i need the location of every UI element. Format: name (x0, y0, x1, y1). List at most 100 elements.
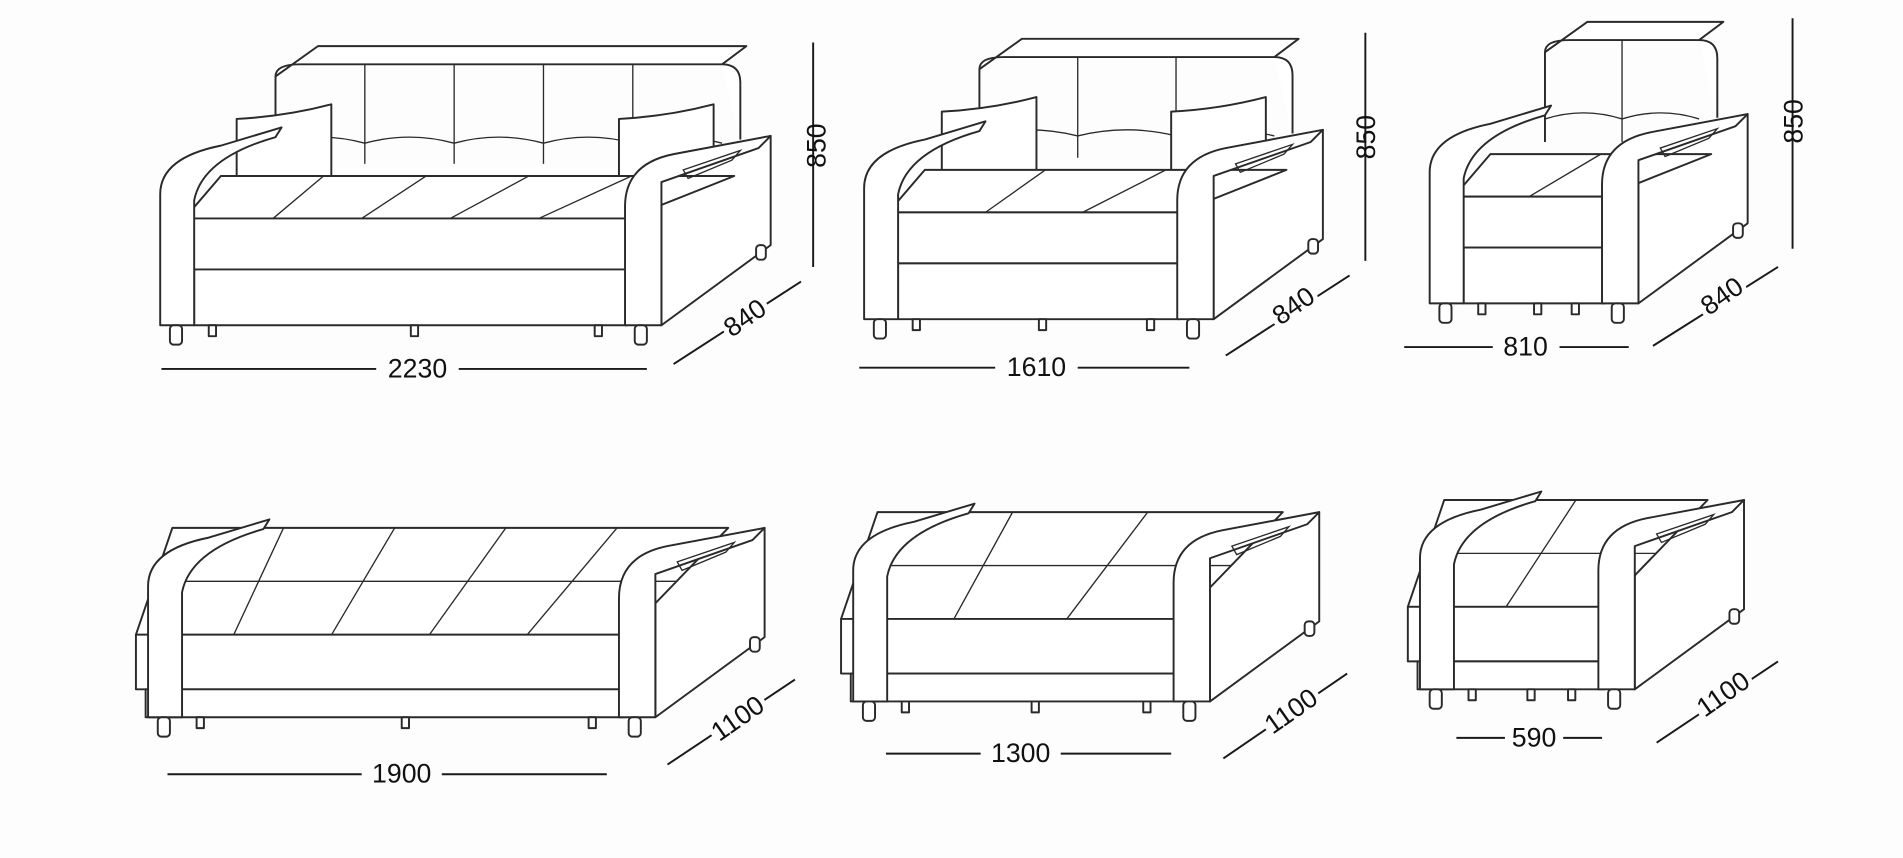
caster (900, 700, 910, 714)
leg (755, 244, 767, 261)
caster (409, 324, 420, 338)
width-label: 1610 (1007, 352, 1066, 382)
caster (911, 318, 921, 332)
caster (195, 716, 205, 730)
caster (593, 324, 603, 338)
caster (587, 716, 597, 730)
depth-line (1652, 266, 1779, 347)
leg (627, 716, 642, 738)
caster (1570, 302, 1580, 316)
base-drawer (144, 688, 626, 719)
caster (400, 716, 410, 730)
seat-seam (538, 175, 632, 220)
height-label: 850 (801, 123, 831, 168)
width-label: 1900 (372, 759, 431, 789)
depth-line (673, 280, 802, 365)
depth-label: 840 (718, 293, 772, 343)
seat-seam (1082, 169, 1167, 213)
leg (1185, 318, 1201, 340)
seat-seam (985, 169, 1046, 213)
caster (1477, 302, 1487, 316)
depth-line (666, 678, 796, 766)
armrest-handle (682, 149, 743, 180)
seat-front (887, 211, 1181, 265)
backrest-seam (1544, 112, 1700, 120)
caster (1526, 688, 1536, 702)
right-armrest (1172, 511, 1321, 703)
caster (1567, 688, 1577, 702)
caster (1533, 302, 1543, 316)
leg (861, 700, 877, 722)
left-armrest (852, 502, 976, 703)
left-armrest (1428, 104, 1553, 305)
seat-front (183, 217, 629, 271)
armrest-handle (676, 541, 737, 572)
backrest (978, 37, 1300, 158)
width-label: 1300 (991, 738, 1050, 768)
seat-front (1452, 195, 1606, 249)
sofa-3-seat-opened (134, 518, 766, 738)
seat-front (840, 617, 1181, 675)
seat-seam (1528, 153, 1602, 198)
armrest-handle (1655, 513, 1716, 544)
base-drawer (193, 268, 629, 327)
backrest (1544, 20, 1725, 142)
leg (1307, 238, 1319, 255)
armrest-handle (1234, 142, 1295, 174)
leg (633, 324, 648, 346)
caster (1467, 688, 1477, 702)
sofa-2-seat-closed (863, 37, 1324, 340)
caster (1030, 700, 1040, 714)
width-label: 590 (1512, 722, 1557, 752)
armrest-handle (1230, 525, 1292, 556)
left-armrest (863, 120, 987, 321)
base-drawer (849, 672, 1181, 703)
leg (156, 716, 171, 738)
caster (1142, 700, 1152, 714)
armchair-opened (1406, 490, 1745, 710)
base-drawer (897, 262, 1181, 321)
leg (1438, 302, 1453, 324)
armrest-handle (1659, 127, 1720, 158)
left-armrest (1418, 490, 1543, 691)
leg (872, 318, 887, 340)
right-armrest (1601, 113, 1749, 305)
depth-label: 1100 (1259, 682, 1323, 739)
width-label: 2230 (388, 353, 447, 383)
seat-seam (272, 175, 324, 219)
caster (1037, 318, 1048, 332)
leg (749, 636, 761, 653)
right-armrest (617, 526, 766, 719)
caster (1145, 318, 1156, 332)
leg (168, 324, 184, 346)
base-drawer (1462, 246, 1606, 305)
sofa-2-seat-opened (840, 502, 1321, 722)
leg (1607, 688, 1622, 710)
right-armrest (1597, 499, 1745, 691)
height-label: 850 (1778, 99, 1808, 144)
left-armrest (147, 518, 271, 719)
leg (1182, 700, 1197, 722)
depth-label: 1100 (705, 690, 769, 747)
right-armrest (1176, 128, 1324, 321)
leg (1610, 302, 1625, 324)
depth-line (1656, 660, 1779, 744)
depth-line (1222, 672, 1348, 760)
leg (1303, 620, 1316, 637)
depth-line (1225, 274, 1351, 357)
height-label: 850 (1351, 115, 1381, 160)
leg (1732, 222, 1744, 239)
backrest (274, 45, 748, 164)
seat-seam (449, 175, 530, 220)
right-armrest (624, 134, 772, 327)
width-label: 810 (1503, 332, 1548, 362)
leg (1728, 608, 1741, 625)
seat-front (134, 633, 626, 691)
caster (207, 324, 218, 338)
sofa-3-seat-closed (159, 45, 772, 346)
seat-seam (361, 175, 427, 220)
left-armrest (159, 126, 283, 327)
leg (1428, 688, 1443, 710)
